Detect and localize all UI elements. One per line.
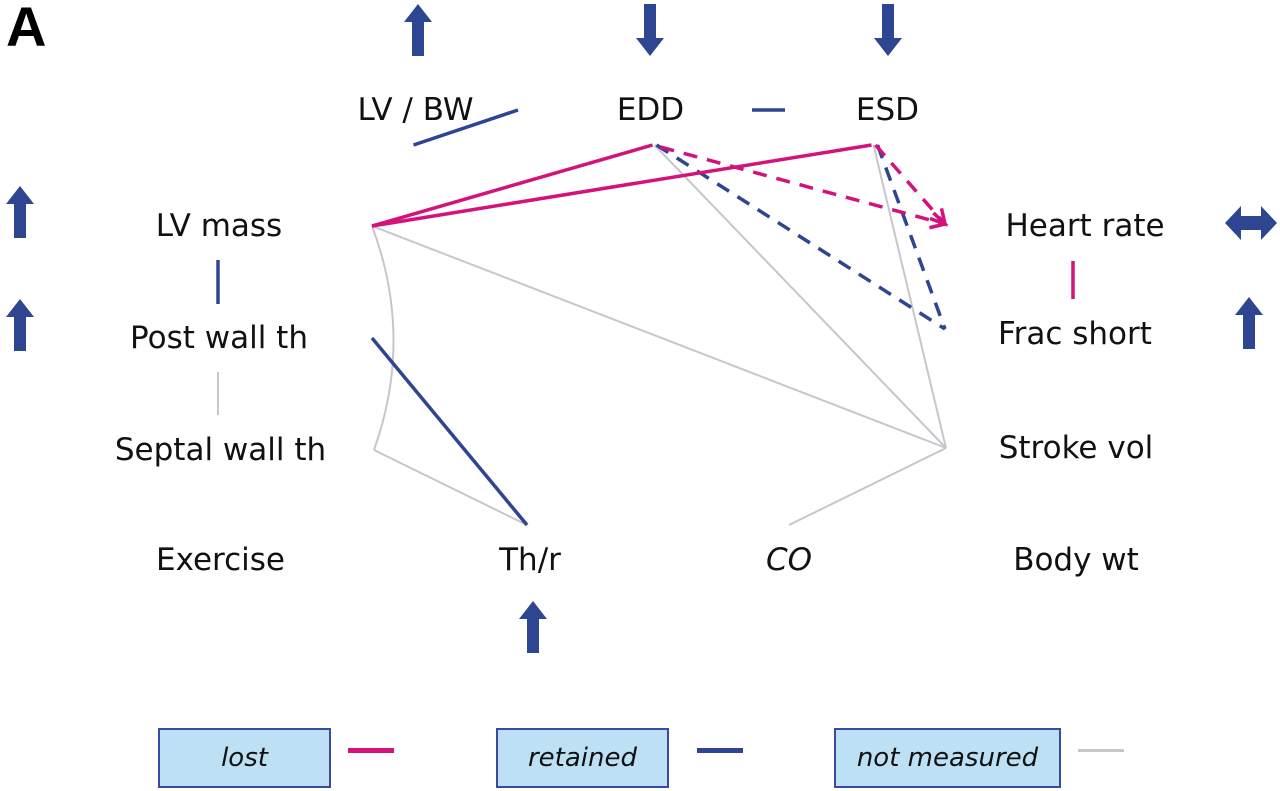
node-post-wall-th: Post wall th [66,304,372,372]
node-lv-bw: LV / BW [313,75,518,145]
node-label: CO [765,542,813,578]
arrow-up-icon [1235,297,1263,349]
node-esd: ESD [785,75,990,145]
node-lv-mass: LV mass [66,192,372,260]
node-body-wt: Body wt [946,525,1206,595]
node-label: ESD [855,92,920,128]
edge-lv-mass-to-septal-wall [371,225,395,451]
edge-lv-mass-to-esd [371,143,872,228]
arrow-up-icon [6,186,34,238]
node-stroke-vol: Stroke vol [946,413,1206,483]
edge-esd-to-stroke-vol [872,144,947,449]
node-label: LV / BW [357,92,474,128]
arrow-down-icon [874,4,902,56]
edge-co-to-stroke-vol [788,447,947,526]
node-label: Heart rate [1005,208,1165,244]
node-label: Post wall th [130,320,308,356]
node-septal-wall-th: Septal wall th [67,415,374,485]
edge-post-wall-to-th-r [370,336,529,527]
node-th-r: Th/r [427,525,633,595]
arrowhead-icon [929,208,948,227]
edge-lv-bw-to-lv-mass [412,108,519,147]
legend-item-lost: lost [158,728,331,788]
node-label: Stroke vol [998,430,1154,466]
arrow-down-icon [636,4,664,56]
node-label: Frac short [998,316,1152,352]
node-edd: EDD [549,75,752,145]
edge-esd-to-heart-rate [874,143,947,226]
node-exercise: Exercise [67,525,374,595]
edge-septal-wall-to-th-r [373,449,528,526]
node-label: Exercise [156,542,285,578]
legend-item-not-measured: not measured [834,728,1061,788]
node-co: CO [686,525,892,595]
legend-label: not measured [856,743,1039,773]
panel-label: A [6,0,47,58]
edge-edd-to-stroke-vol [653,144,947,449]
edge-lv-mass-to-edd [371,143,653,228]
edge-edd-to-frac-short [655,143,946,331]
edge-esd-to-frac-short [875,144,947,330]
node-heart-rate: Heart rate [945,191,1205,261]
node-label: Body wt [1013,542,1139,578]
legend-swatch-lost [348,748,394,753]
node-label: LV mass [155,208,283,244]
legend-item-retained: retained [496,728,669,788]
arrow-up-icon [519,601,547,653]
node-frac-short: Frac short [945,299,1205,369]
legend-label: retained [527,743,637,773]
arrow-left-right-icon [1225,206,1277,240]
node-label: Th/r [499,542,561,578]
legend-label: lost [221,743,268,773]
node-label: EDD [616,92,685,128]
legend-swatch-not-measured [1078,749,1124,752]
edge-edd-to-heart-rate [660,145,946,226]
node-label: Septal wall th [114,432,327,468]
arrow-up-icon [404,4,432,56]
arrow-up-icon [6,299,34,351]
edge-lv-mass-to-stroke-vol [371,225,947,449]
legend-swatch-retained [697,748,743,753]
